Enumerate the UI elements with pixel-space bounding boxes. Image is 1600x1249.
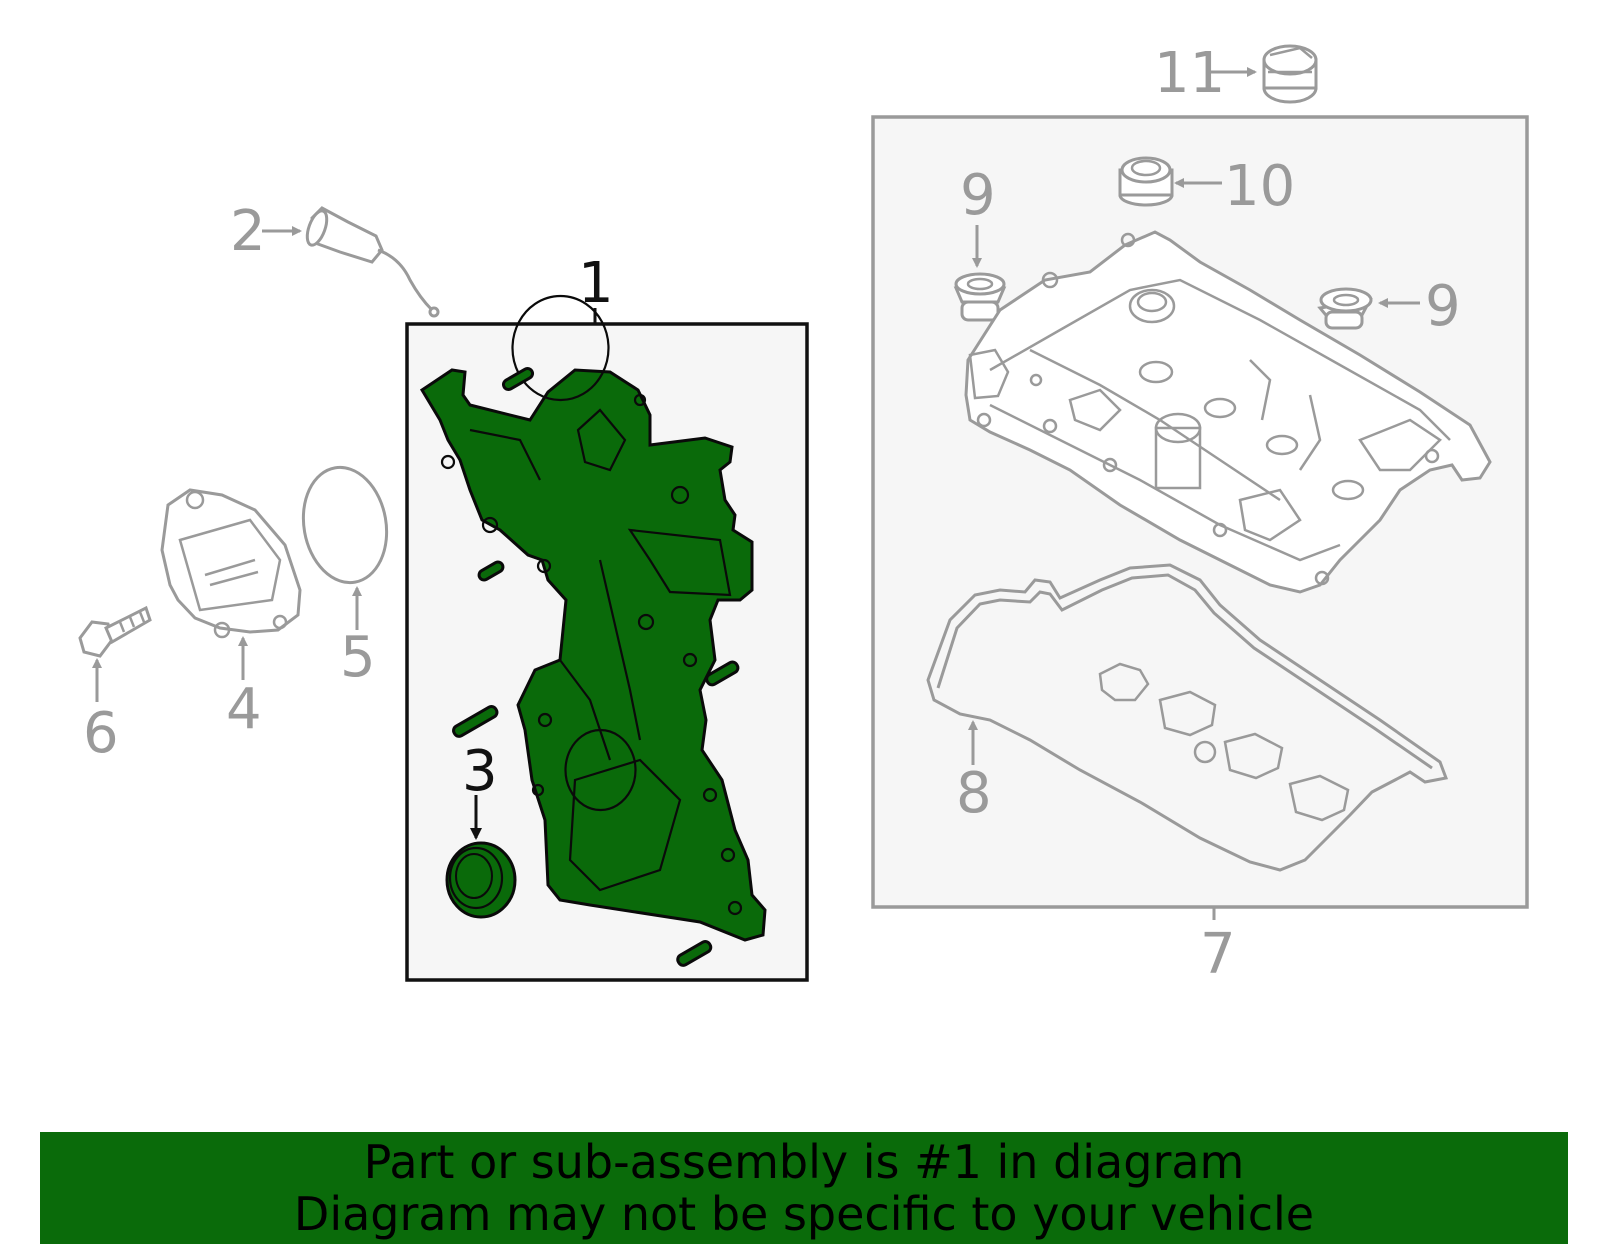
callout-7: 7: [1200, 922, 1236, 987]
plug-9a-part: [953, 272, 1007, 322]
callout-3: 3: [462, 739, 498, 804]
gasket-part: [926, 563, 1449, 872]
oil-cap-part: [1262, 44, 1318, 104]
callout-2: 2: [230, 199, 266, 264]
o-ring-part: [301, 465, 389, 585]
callout-9b: 9: [1425, 274, 1461, 339]
oil-seal-part: [445, 841, 517, 919]
plug-9b-part: [1317, 287, 1373, 330]
callout-5: 5: [340, 625, 376, 690]
plug-10-part: [1118, 156, 1174, 207]
callout-6: 6: [83, 701, 119, 766]
notice-banner: Part or sub-assembly is #1 in diagram Di…: [40, 1132, 1568, 1244]
banner-line-2: Diagram may not be specific to your vehi…: [293, 1187, 1315, 1241]
banner-line-1: Part or sub-assembly is #1 in diagram: [363, 1135, 1245, 1189]
dowel-pins: [452, 367, 740, 967]
bolt-part: [78, 605, 152, 658]
vacuum-pump-part: [160, 488, 302, 639]
valve-cover-part: [964, 230, 1492, 594]
callout-10: 10: [1224, 154, 1295, 219]
sensor-part: [305, 206, 440, 318]
callout-9a: 9: [960, 163, 996, 228]
callout-1: 1: [578, 251, 614, 316]
timing-cover-part: [419, 294, 767, 942]
callout-8: 8: [956, 761, 992, 826]
callout-4: 4: [226, 677, 262, 742]
callout-11: 11: [1154, 41, 1225, 106]
